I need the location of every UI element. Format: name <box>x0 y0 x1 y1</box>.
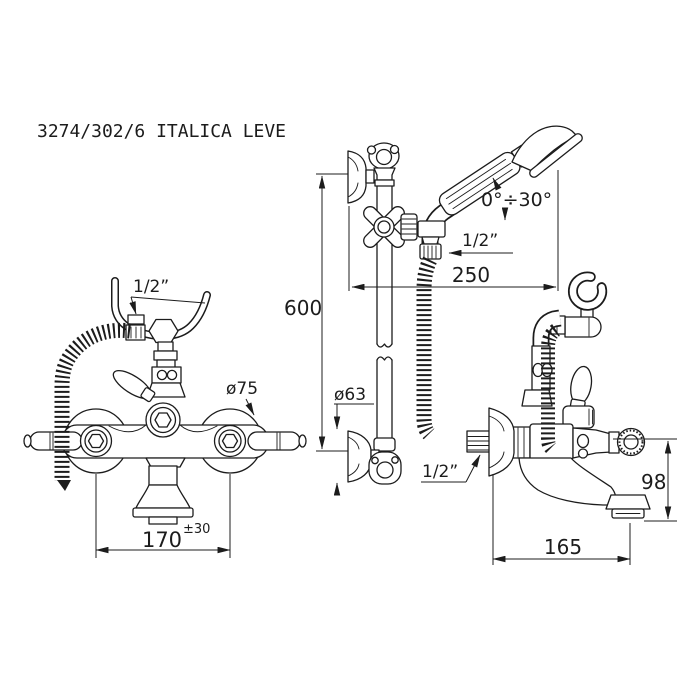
shower-hose-front <box>54 322 131 481</box>
dim-side-height: 98 <box>641 470 666 494</box>
side-wall-flange <box>488 407 515 477</box>
dim-front-tolerance: ±30 <box>183 522 210 537</box>
rail-view-drawing: 600 <box>284 125 583 496</box>
side-spout <box>518 457 617 506</box>
front-view-drawing: 1/2” ø75 170 ±30 <box>23 277 307 558</box>
side-view-drawing: 1/2” 98 165 <box>421 271 677 565</box>
drawing-title: 3274/302/6 ITALICA LEVE <box>37 121 286 142</box>
bell-spout <box>135 484 191 509</box>
hook-arm <box>564 316 602 338</box>
dim-front-centers: 170 <box>142 528 182 552</box>
dim-rail-reach: 250 <box>452 263 490 287</box>
slider-cross-handle <box>363 206 418 248</box>
dim-rail-flange: ø63 <box>334 385 366 405</box>
shower-hose-rail <box>416 256 437 440</box>
handshower-holder <box>417 220 446 238</box>
diverter-lever <box>112 369 156 403</box>
dim-front-connection: 1/2” <box>133 277 169 297</box>
left-lever-handle <box>23 431 83 451</box>
right-lever-handle <box>247 431 307 451</box>
dim-rail-height: 600 <box>284 296 322 320</box>
dim-side-reach: 165 <box>544 535 582 559</box>
hose-nipple <box>127 314 145 325</box>
dim-rail-connection: 1/2” <box>462 231 498 251</box>
slide-rail <box>376 185 393 345</box>
dim-front-escutcheon: ø75 <box>226 379 258 399</box>
shower-hose-side <box>541 324 561 453</box>
cradle-hex-nut <box>148 318 179 344</box>
dim-side-connection: 1/2” <box>422 462 458 482</box>
dim-rail-angle: 0°÷30° <box>481 189 552 211</box>
side-lever-handle <box>569 365 593 411</box>
top-wall-flange <box>347 150 367 204</box>
wall-nipple <box>466 430 491 453</box>
